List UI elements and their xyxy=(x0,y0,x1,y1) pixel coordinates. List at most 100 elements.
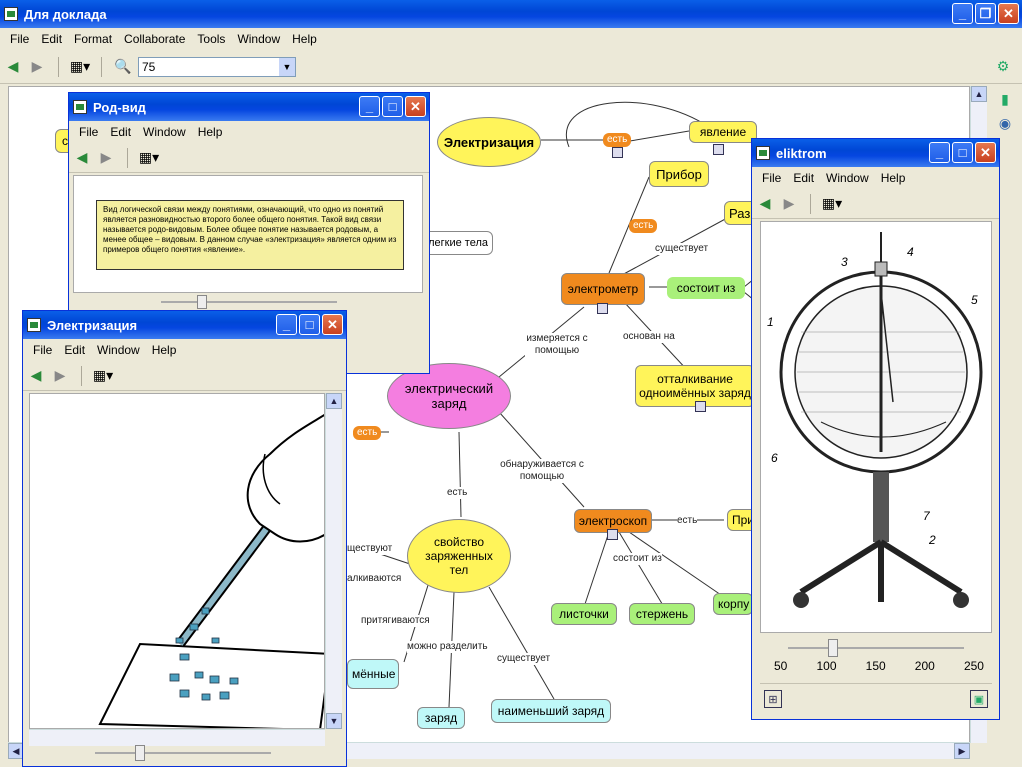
elwin-vertical-scrollbar[interactable]: ▲ ▼ xyxy=(325,393,342,729)
network-icon[interactable]: ⊞ xyxy=(764,690,782,708)
views-icon[interactable]: ▦▾ xyxy=(821,195,843,211)
views-icon[interactable]: ▦▾ xyxy=(92,367,114,383)
scroll-right-icon[interactable]: ▶ xyxy=(954,743,970,759)
minimize-button[interactable]: _ xyxy=(929,142,950,163)
forward-arrow-icon[interactable]: ▶ xyxy=(31,58,43,74)
minimize-button[interactable]: _ xyxy=(276,314,297,335)
scroll-up-icon[interactable]: ▲ xyxy=(971,86,987,102)
rodvid-slider[interactable] xyxy=(161,295,337,309)
node-sostoit-iz[interactable]: состоит из xyxy=(667,277,745,299)
node-odnoimennye[interactable]: мённые xyxy=(347,659,399,689)
app-icon xyxy=(73,100,87,114)
image-icon[interactable] xyxy=(607,529,618,540)
views-icon[interactable]: ▦▾ xyxy=(69,58,91,74)
elwin-title-bar[interactable]: Электризация _ □ ✕ xyxy=(23,311,346,339)
node-zaryad[interactable]: электрический заряд xyxy=(387,363,511,429)
back-arrow-icon[interactable]: ◀ xyxy=(76,149,88,165)
menu-window[interactable]: Window xyxy=(826,171,869,185)
eliktrom-zoom-slider[interactable] xyxy=(788,639,964,657)
menu-help[interactable]: Help xyxy=(880,171,906,185)
node-svoystvo[interactable]: свойство заряженных тел xyxy=(407,519,511,593)
menu-help[interactable]: Help xyxy=(197,125,223,139)
close-button[interactable]: ✕ xyxy=(998,3,1019,24)
slider-thumb[interactable] xyxy=(828,639,838,657)
image-icon[interactable] xyxy=(713,144,724,155)
maximize-button[interactable]: □ xyxy=(299,314,320,335)
maximize-button[interactable]: □ xyxy=(382,96,403,117)
node-elektrizaciya[interactable]: Электризация xyxy=(437,117,541,167)
rodvid-toolbar: ◀ ▶ ▦▾ xyxy=(69,143,429,173)
node-sterzhen[interactable]: стержень xyxy=(629,603,695,625)
node-pri[interactable]: При xyxy=(727,509,757,531)
node-elektrometr[interactable]: электрометр xyxy=(561,273,645,305)
link-est-2[interactable]: есть xyxy=(629,219,658,233)
close-button[interactable]: ✕ xyxy=(322,314,343,335)
menu-file[interactable]: File xyxy=(33,343,53,357)
menu-window[interactable]: Window xyxy=(143,125,186,139)
menu-edit[interactable]: Edit xyxy=(64,343,86,357)
share-icon[interactable]: ⚙ xyxy=(996,58,1010,74)
main-title-bar[interactable]: Для доклада _ ❐ ✕ xyxy=(0,0,1022,28)
close-button[interactable]: ✕ xyxy=(975,142,996,163)
slider-thumb[interactable] xyxy=(197,295,207,309)
main-title: Для доклада xyxy=(24,6,107,22)
menu-edit[interactable]: Edit xyxy=(793,171,815,185)
forward-arrow-icon[interactable]: ▶ xyxy=(783,195,795,211)
menu-file[interactable]: File xyxy=(10,32,30,46)
link-est-1[interactable]: есть xyxy=(603,133,632,147)
image-icon[interactable] xyxy=(695,401,706,412)
node-zaryad-small[interactable]: заряд xyxy=(417,707,465,729)
close-button[interactable]: ✕ xyxy=(405,96,426,117)
eliktrom-title-bar[interactable]: eliktrom _ □ ✕ xyxy=(752,139,999,167)
forward-arrow-icon[interactable]: ▶ xyxy=(100,149,112,165)
menu-edit[interactable]: Edit xyxy=(110,125,132,139)
eliktrom-image: 1 2 3 4 5 6 7 xyxy=(760,221,992,633)
chat-icon[interactable]: ◉ xyxy=(998,114,1012,131)
node-listochki[interactable]: листочки xyxy=(551,603,617,625)
menu-format[interactable]: Format xyxy=(74,32,113,46)
restore-button[interactable]: ❐ xyxy=(975,3,996,24)
menu-file[interactable]: File xyxy=(79,125,99,139)
back-arrow-icon[interactable]: ◀ xyxy=(7,58,19,74)
node-legkie[interactable]: легкие тела xyxy=(419,231,493,255)
chevron-down-icon[interactable]: ▼ xyxy=(279,57,295,76)
figure-label-4: 4 xyxy=(907,245,914,259)
node-naimenshiy[interactable]: наименьший заряд xyxy=(491,699,611,723)
minimize-button[interactable]: _ xyxy=(359,96,380,117)
menu-help[interactable]: Help xyxy=(292,32,317,46)
book-icon[interactable]: ▮ xyxy=(1001,90,1009,107)
link-est-3[interactable]: есть xyxy=(353,426,382,440)
forward-arrow-icon[interactable]: ▶ xyxy=(54,367,66,383)
node-korpus[interactable]: корпу xyxy=(713,593,753,615)
node-ottalkivanie[interactable]: отталкивание одноимённых заряд xyxy=(635,365,755,407)
app-icon xyxy=(4,7,18,21)
back-arrow-icon[interactable]: ◀ xyxy=(759,195,771,211)
rodvid-title-bar[interactable]: Род-вид _ □ ✕ xyxy=(69,93,429,121)
maximize-button[interactable]: □ xyxy=(952,142,973,163)
image-icon[interactable] xyxy=(597,303,608,314)
back-arrow-icon[interactable]: ◀ xyxy=(30,367,42,383)
zoom-combo[interactable]: 75 ▼ xyxy=(138,56,296,77)
menu-help[interactable]: Help xyxy=(151,343,177,357)
views-icon[interactable]: ▦▾ xyxy=(138,149,160,165)
minimize-button[interactable]: _ xyxy=(952,3,973,24)
rodvid-description: Вид логической связи между понятиями, оз… xyxy=(96,200,404,270)
figure-label-6: 6 xyxy=(771,451,778,465)
image-icon[interactable] xyxy=(612,147,623,158)
node-pribor[interactable]: Прибор xyxy=(649,161,709,187)
scroll-down-icon[interactable]: ▼ xyxy=(326,713,342,729)
node-yavlenie[interactable]: явление xyxy=(689,121,757,143)
scroll-up-icon[interactable]: ▲ xyxy=(326,393,342,409)
elwin-horizontal-scrollbar[interactable] xyxy=(29,729,325,746)
zoom-icon[interactable]: 🔍 xyxy=(114,58,132,74)
menu-edit[interactable]: Edit xyxy=(41,32,63,46)
menu-window[interactable]: Window xyxy=(97,343,140,357)
menu-tools[interactable]: Tools xyxy=(197,32,226,46)
slider-thumb[interactable] xyxy=(135,745,145,761)
menu-file[interactable]: File xyxy=(762,171,782,185)
menu-window[interactable]: Window xyxy=(237,32,281,46)
menu-collaborate[interactable]: Collaborate xyxy=(124,32,186,46)
tick-label: 50 xyxy=(774,659,788,673)
elwin-slider[interactable] xyxy=(95,745,271,761)
image-icon[interactable]: ▣ xyxy=(970,690,988,708)
